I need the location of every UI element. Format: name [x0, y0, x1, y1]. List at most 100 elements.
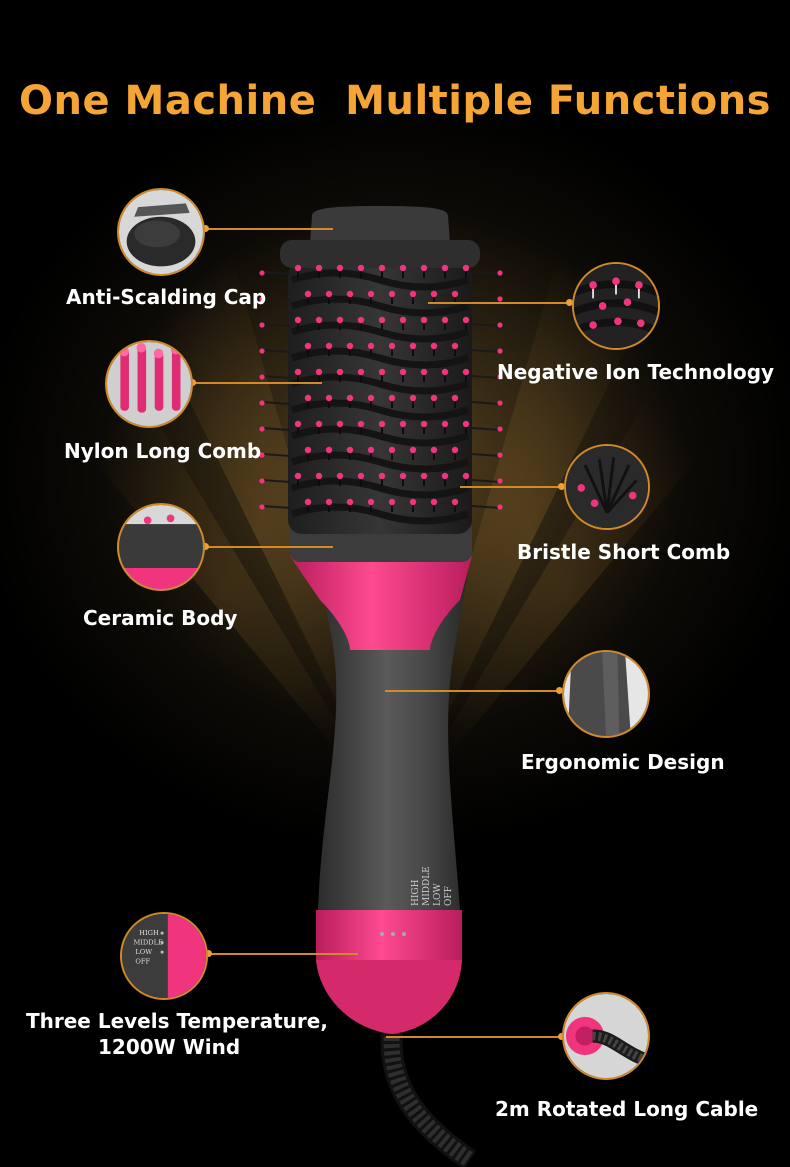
- bristle-tip: [315, 472, 323, 480]
- svg-text:HIGH: HIGH: [139, 929, 159, 937]
- side-bristle-tip: [497, 426, 503, 432]
- side-bristle-tip: [497, 452, 503, 458]
- leader-line-cable: [386, 1036, 564, 1038]
- bristle-tip: [388, 290, 396, 298]
- bristle-tip: [420, 472, 428, 480]
- bristle-tip: [409, 394, 417, 402]
- leader-dot: [558, 483, 565, 490]
- bristle-tip: [367, 446, 375, 454]
- bristle-tip: [294, 316, 302, 324]
- side-bristle: [471, 271, 501, 275]
- switch-high: HIGH: [411, 879, 421, 906]
- bristle-tip: [409, 342, 417, 350]
- side-bristle: [261, 297, 291, 301]
- leader-line-switch: [208, 953, 358, 955]
- swivel-cable-closeup-icon: [562, 992, 650, 1080]
- ion-bristles-closeup-icon: [572, 262, 660, 350]
- bristle-tip: [420, 316, 428, 324]
- barrel-rib: [290, 451, 470, 473]
- side-bristle-tip: [497, 322, 503, 328]
- side-bristle: [261, 427, 291, 431]
- bristle-tip: [409, 446, 417, 454]
- bristle-tip: [346, 342, 354, 350]
- barrel-rib: [290, 399, 470, 421]
- side-bristle: [471, 505, 501, 509]
- bristle-tip: [451, 394, 459, 402]
- leader-line-ceramic: [205, 546, 333, 548]
- side-bristle: [261, 375, 291, 379]
- bristle-tip: [430, 290, 438, 298]
- bristle-tip: [357, 264, 365, 272]
- side-bristle-tip: [497, 504, 503, 510]
- feature-label-anti-scalding-cap: Anti-Scalding Cap: [66, 285, 267, 309]
- bristle-tip: [399, 368, 407, 376]
- bristle-tip: [367, 342, 375, 350]
- feature-label-nylon-long-comb: Nylon Long Comb: [64, 439, 262, 463]
- leader-dot: [202, 225, 209, 232]
- bristle-tip: [441, 264, 449, 272]
- leader-dot: [566, 299, 573, 306]
- bristle-tip: [294, 472, 302, 480]
- leader-line-cap: [205, 228, 333, 230]
- bristle-tip: [304, 342, 312, 350]
- switch-middle: MIDDLE: [422, 866, 432, 906]
- leader-dot: [205, 950, 212, 957]
- bristle-tip: [325, 394, 333, 402]
- bristle-tip: [451, 342, 459, 350]
- side-bristle-tip: [497, 270, 503, 276]
- barrel-rib: [290, 295, 470, 317]
- bristle-tuft-closeup-icon: [564, 444, 650, 530]
- bristle-tip: [294, 264, 302, 272]
- side-bristle: [261, 271, 291, 275]
- feature-label-three-levels: Three Levels Temperature,: [26, 1009, 328, 1033]
- svg-text:MIDDLE: MIDDLE: [133, 939, 163, 947]
- bristle-tip: [430, 394, 438, 402]
- side-bristle-tip: [259, 504, 265, 510]
- side-bristle: [261, 401, 291, 405]
- side-bristle-tip: [497, 348, 503, 354]
- bristle-tip: [420, 264, 428, 272]
- bristle-tip: [462, 264, 470, 272]
- bristle-tip: [441, 472, 449, 480]
- bristle-tip: [336, 316, 344, 324]
- bristle-tip: [378, 368, 386, 376]
- side-bristle: [471, 401, 501, 405]
- feature-label-ceramic-body: Ceramic Body: [83, 606, 238, 630]
- bristle-tip: [409, 290, 417, 298]
- side-bristle: [471, 453, 501, 457]
- bristle-tip: [388, 498, 396, 506]
- leader-line-nylon: [192, 382, 322, 384]
- barrel-rib: [290, 477, 470, 499]
- barrel-rib: [290, 373, 470, 395]
- bristle-tip: [367, 394, 375, 402]
- bristle-tip: [462, 316, 470, 324]
- bristle-tip: [357, 368, 365, 376]
- bristle-tip: [336, 472, 344, 480]
- anti-scalding-cap: [310, 206, 450, 244]
- leader-line-ion: [428, 302, 572, 304]
- barrel-rib: [290, 425, 470, 447]
- barrel-rib: [290, 347, 470, 369]
- side-bristle-tip: [259, 374, 265, 380]
- bristle-tip: [420, 420, 428, 428]
- bristle-tip: [451, 446, 459, 454]
- switch-off: OFF: [444, 886, 454, 906]
- side-bristle: [471, 349, 501, 353]
- bristle-tip: [399, 420, 407, 428]
- bristle-tip: [357, 420, 365, 428]
- side-bristle-tip: [259, 426, 265, 432]
- bristle-tip: [357, 316, 365, 324]
- bristle-tip: [441, 368, 449, 376]
- bristle-tip: [336, 368, 344, 376]
- side-bristle: [261, 349, 291, 353]
- barrel-base-closeup-icon: [117, 503, 205, 591]
- bristle-tip: [325, 290, 333, 298]
- bristle-tip: [346, 446, 354, 454]
- side-bristle-tip: [259, 322, 265, 328]
- bristle-tip: [462, 420, 470, 428]
- barrel-rib: [290, 321, 470, 343]
- bristle-tip: [378, 420, 386, 428]
- side-bristle-tip: [259, 296, 265, 302]
- side-bristle: [471, 427, 501, 431]
